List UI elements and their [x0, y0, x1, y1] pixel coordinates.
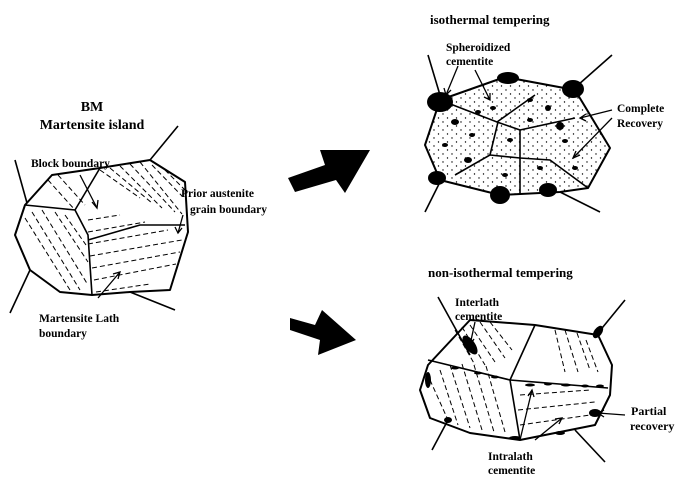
bm-external-boundaries: [10, 126, 178, 313]
spheroidized-cementite-label: cementite: [446, 56, 493, 68]
spheroidized-label: Spheroidized: [446, 42, 511, 54]
partial-recovery-label: recovery: [630, 419, 674, 433]
interlath-cementite-label: cementite: [455, 311, 502, 323]
bm-lath-lines: [25, 162, 185, 292]
block-boundary-label: Block boundary: [31, 158, 110, 170]
boundary-cementite-particles: [425, 324, 605, 440]
isothermal-title: isothermal tempering: [430, 12, 550, 27]
intralath-cementite-particles: [451, 367, 604, 388]
grain-boundary-label: grain boundary: [190, 204, 267, 216]
non-isothermal-island: [420, 297, 625, 462]
intralath-label: Intralath: [488, 451, 533, 463]
interlath-cementite-lines: [430, 322, 598, 432]
bm-title: BM: [81, 100, 104, 115]
partial-label: Partial: [631, 404, 667, 418]
complete-label: Complete: [617, 103, 664, 115]
bm-martensite-island: [10, 126, 188, 313]
non-isothermal-title: non-isothermal tempering: [428, 265, 573, 280]
martensite-lath-label: Martensite Lath: [39, 313, 120, 325]
intralath-cementite-label: cementite: [488, 465, 535, 477]
recovery-label: Recovery: [617, 118, 663, 130]
non-isothermal-boundaries: [428, 325, 608, 440]
arrow-to-isothermal: [288, 150, 370, 193]
arrow-to-non-isothermal: [290, 310, 356, 355]
lath-boundary-label: boundary: [39, 328, 87, 340]
bm-subtitle: Martensite island: [40, 118, 145, 133]
isothermal-grain: [425, 77, 610, 195]
interlath-label: Interlath: [455, 297, 500, 309]
prior-austenite-label: Prior austenite: [181, 188, 254, 200]
